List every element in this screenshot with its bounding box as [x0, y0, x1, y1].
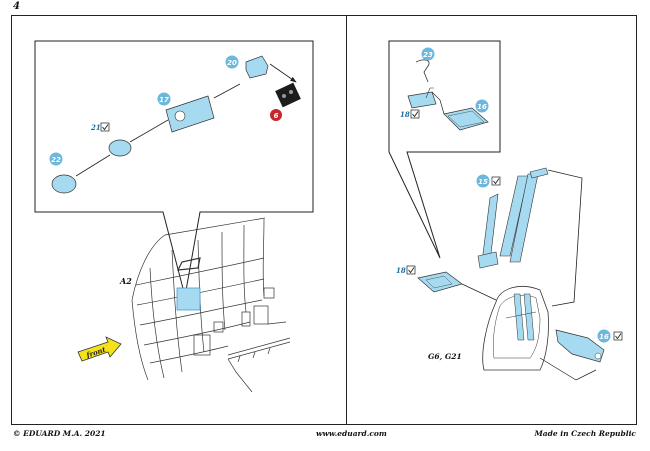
part-number-22: 22 [49, 152, 63, 166]
front-label: front [84, 345, 107, 360]
part-number-21: 21 [90, 122, 110, 132]
front-arrow: front [77, 336, 122, 362]
highlight-panel [176, 287, 201, 311]
part-number-16-lower: 16 [597, 329, 623, 343]
svg-text:15: 15 [478, 178, 488, 186]
instrument-block [275, 82, 301, 108]
page-number: 4 [13, 1, 20, 12]
page-frame [11, 15, 637, 425]
left-assembly-lines [75, 63, 297, 177]
svg-text:6: 6 [274, 112, 279, 120]
panel-divider [346, 15, 347, 425]
svg-text:16: 16 [599, 333, 609, 341]
seat-label: G6, G21 [428, 352, 462, 361]
strap-guide-line [547, 169, 583, 307]
pilot-seat [482, 286, 549, 371]
side-bracket [539, 329, 605, 381]
svg-text:18: 18 [396, 266, 406, 275]
svg-text:17: 17 [159, 96, 169, 104]
seat-pad [443, 107, 489, 131]
footer-copyright: © EDUARD M.A. 2021 [13, 429, 106, 438]
svg-text:22: 22 [51, 156, 61, 164]
seat-bracket-small [407, 91, 437, 109]
footer-website: www.eduard.com [316, 429, 387, 438]
svg-text:16: 16 [477, 103, 487, 111]
faceplate-part [51, 174, 77, 194]
part-number-6: 6 [270, 109, 282, 121]
bracket-part [245, 55, 269, 79]
svg-text:23: 23 [423, 51, 433, 59]
footer-origin: Made in Czech Republic [534, 429, 636, 438]
part-number-23-right: 23 [421, 47, 435, 61]
part-number-18-top: 18 [400, 109, 420, 119]
panel-part [165, 95, 215, 133]
view-label-a2: A2 [119, 276, 132, 286]
harness-straps [477, 167, 549, 269]
disc-part [108, 139, 132, 157]
part-number-18-lower: 18 [396, 265, 416, 275]
svg-text:20: 20 [227, 59, 237, 67]
part-number-15: 15 [476, 174, 501, 188]
fuselage-drawing [131, 217, 291, 393]
svg-text:18: 18 [400, 110, 410, 119]
part-number-17: 17 [157, 92, 171, 106]
svg-text:21: 21 [90, 123, 101, 132]
left-callout [34, 40, 314, 297]
part-number-16-right: 16 [475, 99, 489, 113]
seat-bracket-lower [417, 271, 463, 293]
clip-part [415, 59, 430, 83]
right-callout [388, 40, 501, 259]
part-number-20: 20 [225, 55, 239, 69]
